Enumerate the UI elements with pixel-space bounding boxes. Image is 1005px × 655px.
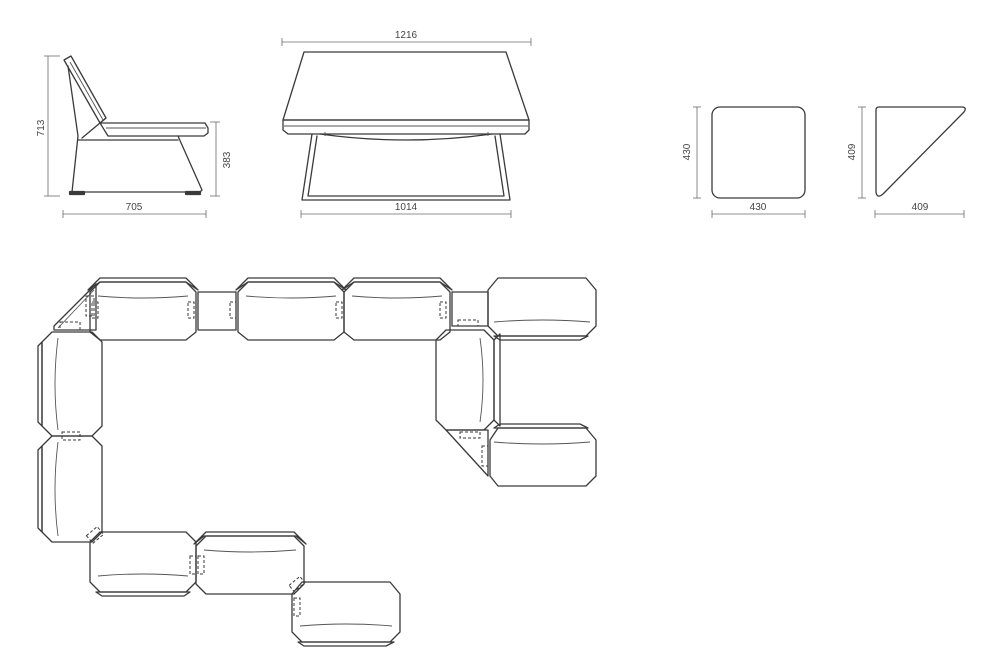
triangle-height-label: 409 [847, 143, 858, 160]
seat-module-top-2 [235, 277, 347, 341]
layout-plan [37, 277, 597, 647]
side-height-dimension: 713 [36, 55, 60, 197]
side-width-label: 705 [126, 202, 143, 213]
seat-module-left-upper [37, 331, 103, 441]
front-base-width-label: 1014 [395, 202, 418, 213]
corner-triangle-module-right [445, 429, 489, 477]
triangle-height-dimension: 409 [847, 106, 866, 199]
seat-module-right-vertical [435, 329, 501, 431]
triangle-width-dimension: 409 [874, 202, 965, 218]
seat-module-bottom-1 [89, 531, 197, 597]
square-width-dimension: 430 [711, 202, 806, 218]
seat-height-dimension: 383 [210, 121, 233, 197]
seat-module-top-right [487, 277, 597, 341]
triangle-width-label: 409 [912, 202, 929, 213]
square-module-top-right [451, 291, 489, 327]
square-width-label: 430 [750, 202, 767, 213]
front-base-width-dimension: 1014 [300, 202, 512, 218]
seat-module-top-1 [87, 277, 199, 341]
seat-height-label: 383 [222, 151, 233, 168]
front-view: 1216 1014 [281, 30, 532, 218]
front-top-width-label: 1216 [395, 30, 418, 41]
square-table-view: 430 430 [682, 106, 806, 218]
seat-module-bottom-2 [193, 531, 307, 595]
seat-module-right-lower [489, 423, 597, 487]
side-view: 713 383 705 [36, 55, 233, 218]
seat-module-top-3 [341, 277, 453, 341]
square-module-top [197, 291, 237, 331]
side-width-dimension: 705 [62, 202, 207, 218]
side-height-label: 713 [36, 119, 47, 136]
front-top-width-dimension: 1216 [281, 30, 532, 46]
seat-module-bottom-3 [291, 581, 401, 647]
seat-module-left-lower [37, 435, 105, 545]
triangle-table-view: 409 409 [847, 106, 966, 218]
square-height-dimension: 430 [682, 106, 701, 199]
square-height-label: 430 [682, 143, 693, 160]
